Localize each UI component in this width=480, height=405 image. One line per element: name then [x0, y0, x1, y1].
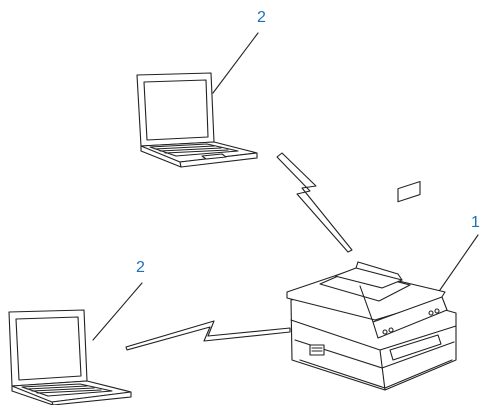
leader-line-printer: [432, 234, 479, 301]
lightning-bolt-icon: [125, 320, 291, 351]
leader-line-top-laptop: [212, 32, 259, 94]
callout-number-bottom-laptop: 2: [136, 259, 145, 276]
leader-line-bottom-laptop: [92, 282, 143, 341]
callout-number-printer: 1: [471, 214, 480, 231]
laptop-icon: [8, 309, 132, 405]
lightning-bolt-icon: [276, 152, 353, 253]
multifunction-printer-icon: [286, 180, 457, 391]
laptop-icon: [136, 72, 258, 168]
callout-number-top-laptop: 2: [257, 9, 266, 26]
